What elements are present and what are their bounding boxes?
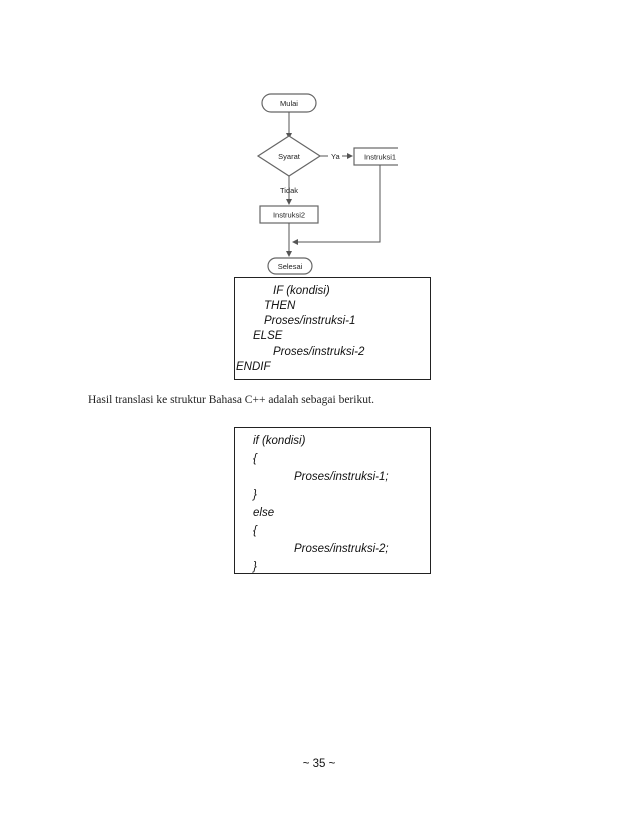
- start-label: Mulai: [280, 99, 298, 108]
- if-else-flowchart: Mulai Syarat Ya Instruksi1 Tidak Instruk…: [248, 86, 398, 278]
- cpp-code-line: }: [253, 561, 257, 573]
- cpp-code-box: if (kondisi) { Proses/instruksi-1; } els…: [234, 427, 431, 574]
- pseudocode-line: Proses/instruksi-2: [273, 346, 365, 358]
- cpp-code-line: if (kondisi): [253, 435, 306, 447]
- instr2-label: Instruksi2: [273, 211, 305, 220]
- caption-text: Hasil translasi ke struktur Bahasa C++ a…: [88, 394, 375, 406]
- condition-label: Syarat: [278, 152, 301, 161]
- cpp-code-line: {: [253, 453, 257, 465]
- flowchart-svg: Mulai Syarat Ya Instruksi1 Tidak Instruk…: [256, 93, 398, 275]
- flow-arrow-instr1-merge: [292, 165, 381, 245]
- page-number: ~ 35 ~: [302, 758, 336, 770]
- pseudocode-line: ENDIF: [236, 361, 271, 373]
- pseudocode-line: ELSE: [253, 330, 283, 342]
- pseudocode-box: IF (kondisi) THEN Proses/instruksi-1 ELS…: [234, 277, 431, 380]
- cpp-code-line: Proses/instruksi-2;: [294, 543, 389, 555]
- no-label: Tidak: [280, 186, 298, 195]
- pseudocode-line: THEN: [264, 300, 296, 312]
- instr1-label: Instruksi1: [364, 153, 396, 162]
- end-label: Selesai: [278, 262, 303, 271]
- yes-label: Ya: [331, 152, 340, 161]
- cpp-code-line: {: [253, 525, 257, 537]
- cpp-code-line: else: [253, 507, 275, 519]
- cpp-code-line: }: [253, 489, 257, 501]
- cpp-code-line: Proses/instruksi-1;: [294, 471, 389, 483]
- pseudocode-line: IF (kondisi): [273, 285, 330, 297]
- end-terminator: [267, 257, 313, 275]
- pseudocode-line: Proses/instruksi-1: [264, 315, 356, 327]
